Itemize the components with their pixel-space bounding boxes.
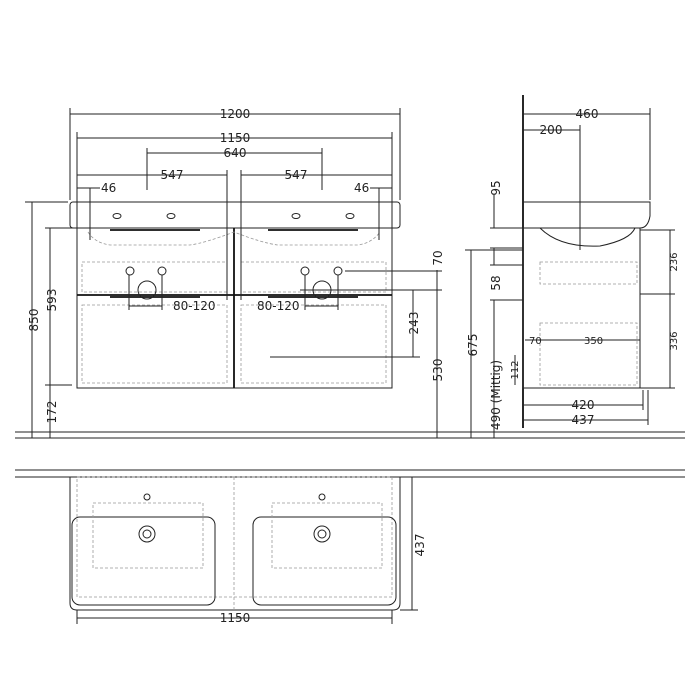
- dim-112: 112: [510, 360, 521, 379]
- basin-left: [71, 516, 216, 606]
- dim-1150-plan: 1150: [220, 611, 251, 625]
- plan-countertop: [69, 477, 401, 611]
- countertop: [69, 201, 401, 229]
- dim-437-plan: 437: [413, 534, 427, 557]
- dim-243: 243: [407, 312, 421, 335]
- dim-1200: 1200: [220, 107, 251, 121]
- dimension-lines: [25, 108, 442, 438]
- dim-46-right: 46: [354, 181, 369, 195]
- dim-490-mittig: 490 (Mittig): [489, 360, 503, 430]
- dim-172: 172: [45, 401, 59, 424]
- dim-675: 675: [466, 334, 480, 357]
- side-view: 460 200 95 58 675 490 (Mittig) 112 236 3…: [465, 95, 680, 438]
- dim-420: 420: [572, 398, 595, 412]
- dim-70: 70: [431, 250, 445, 265]
- plan-view: 1150 437: [69, 476, 427, 625]
- dim-530: 530: [431, 359, 445, 382]
- dim-1150: 1150: [220, 131, 251, 145]
- floor-line: [15, 431, 685, 478]
- dim-593: 593: [45, 289, 59, 312]
- side-basin: [523, 201, 651, 229]
- basin-right: [252, 516, 397, 606]
- dim-547-left: 547: [161, 168, 184, 182]
- dim-640: 640: [224, 146, 247, 160]
- dim-336: 336: [669, 331, 680, 350]
- siphon-left: [137, 280, 157, 300]
- basin-outline: [87, 231, 381, 246]
- dim-80-120-right: 80-120: [257, 299, 300, 313]
- front-view: 1200 1150 640 547 547 46 46 850 593 172 …: [25, 107, 445, 438]
- drain-left: [138, 525, 156, 543]
- dim-547-right: 547: [285, 168, 308, 182]
- drain-right: [313, 525, 331, 543]
- dim-460: 460: [576, 107, 599, 121]
- dim-58: 58: [489, 275, 503, 290]
- dim-437-side: 437: [572, 413, 595, 427]
- dim-850: 850: [27, 309, 41, 332]
- dim-70-side: 70: [529, 336, 542, 347]
- dim-46-left: 46: [101, 181, 116, 195]
- dim-95: 95: [489, 180, 503, 195]
- side-cabinet: [522, 227, 641, 389]
- side-dimension-lines: [465, 108, 675, 438]
- dim-236: 236: [669, 252, 680, 271]
- tap-holes: [112, 213, 355, 219]
- dim-200: 200: [540, 123, 563, 137]
- dim-350: 350: [584, 336, 603, 347]
- dim-80-120-left: 80-120: [173, 299, 216, 313]
